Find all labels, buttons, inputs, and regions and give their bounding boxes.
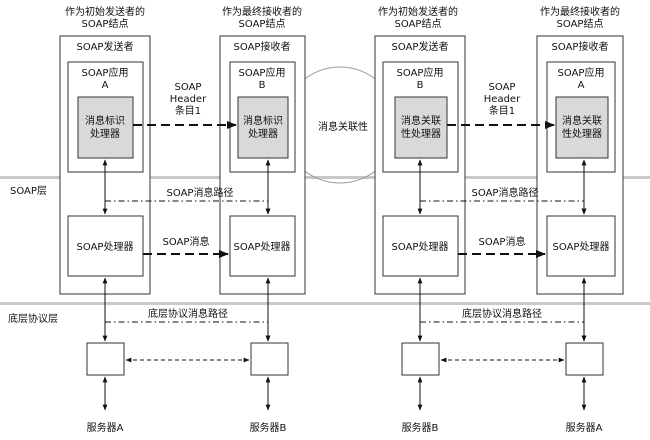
node-3-soap-processor-box xyxy=(382,215,459,277)
node-1: 作为初始发送者的 SOAP结点 SOAP发送者 SOAP应用 A 消息标识 处理… xyxy=(59,5,151,434)
node-3-soap-processor: SOAP处理器 xyxy=(392,241,449,253)
node-1-server: 服务器A xyxy=(87,421,124,434)
soap-layer-label: SOAP层 xyxy=(10,185,47,197)
soap-layer-band xyxy=(0,176,650,179)
header-label-2-line3: 条目1 xyxy=(489,104,515,117)
node-3-caption-line1: 作为初始发送者的 xyxy=(378,5,458,18)
node-3-processor-line2: 性处理器 xyxy=(401,127,441,140)
node-1-app-line1: SOAP应用 xyxy=(82,66,129,79)
header-label-1-line2: Header xyxy=(170,94,207,105)
node-4-role: SOAP接收者 xyxy=(552,40,609,53)
node-2-role: SOAP接收者 xyxy=(234,40,291,53)
node-2-processor xyxy=(237,96,289,159)
node-2-soap-processor: SOAP处理器 xyxy=(234,241,291,253)
protocol-path-label-1: 底层协议消息路径 xyxy=(148,307,228,320)
node-4-processor-line2: 性处理器 xyxy=(562,127,602,140)
node-4: 作为最终接收者的 SOAP结点 SOAP接收者 SOAP应用 A 消息关联 性处… xyxy=(536,5,624,434)
node-2-server: 服务器B xyxy=(250,421,287,434)
node-4-server: 服务器A xyxy=(566,421,603,434)
node-4-caption-line2: SOAP结点 xyxy=(557,17,604,30)
soap-path-line-1 xyxy=(105,200,271,215)
node-1-processor-line2: 处理器 xyxy=(90,128,120,140)
node-2-network-box xyxy=(250,342,289,376)
node-1-soap-processor: SOAP处理器 xyxy=(77,241,134,253)
protocol-path-line-2 xyxy=(420,321,587,342)
node-3-caption-line2: SOAP结点 xyxy=(395,17,442,30)
node-3-network-box xyxy=(401,342,440,376)
node-2: 作为最终接收者的 SOAP结点 SOAP接收者 SOAP应用 B 消息标识 处理… xyxy=(219,5,306,434)
soap-path-label-2: SOAP消息路径 xyxy=(472,186,539,199)
node-3-app-line2: B xyxy=(417,80,424,91)
soap-path-label-1: SOAP消息路径 xyxy=(167,186,234,199)
node-1-soap-processor-box xyxy=(67,215,144,277)
node-2-app-line1: SOAP应用 xyxy=(239,66,286,79)
protocol-layer-label: 底层协议层 xyxy=(8,312,58,325)
node-4-network-box xyxy=(565,342,604,376)
header-label-1-line3: 条目1 xyxy=(175,104,201,117)
header-label-1-line1: SOAP xyxy=(175,82,202,93)
node-3: 作为初始发送者的 SOAP结点 SOAP发送者 SOAP应用 B 消息关联 性处… xyxy=(374,5,466,434)
node-4-caption-line1: 作为最终接收者的 xyxy=(540,5,620,18)
node-2-soap-processor-box xyxy=(229,215,296,277)
node-1-network-box xyxy=(86,342,125,376)
node-3-app-line1: SOAP应用 xyxy=(397,66,444,79)
node-2-caption-line2: SOAP结点 xyxy=(239,17,286,30)
protocol-path-line-1 xyxy=(105,321,271,342)
node-3-processor xyxy=(394,96,448,159)
soap-message-label-1: SOAP消息 xyxy=(163,235,210,248)
node-3-server: 服务器B xyxy=(402,421,439,434)
node-2-processor-line2: 处理器 xyxy=(248,128,278,140)
header-label-2-line2: Header xyxy=(484,94,521,105)
node-4-app-line2: A xyxy=(578,80,585,91)
node-1-processor xyxy=(77,96,134,159)
node-4-processor xyxy=(555,96,609,159)
protocol-layer-band xyxy=(0,302,650,305)
node-3-processor-line1: 消息关联 xyxy=(401,114,441,127)
header-label-2-line1: SOAP xyxy=(489,82,516,93)
correlation-label: 消息关联性 xyxy=(318,120,368,133)
node-1-role: SOAP发送者 xyxy=(77,40,134,53)
protocol-path-label-2: 底层协议消息路径 xyxy=(462,307,542,320)
node-1-processor-line1: 消息标识 xyxy=(85,114,125,127)
node-1-caption-line1: 作为初始发送者的 xyxy=(65,5,145,18)
node-1-app-line2: A xyxy=(102,80,109,91)
node-4-soap-processor-box xyxy=(546,215,616,277)
node-1-caption-line2: SOAP结点 xyxy=(82,17,129,30)
node-4-processor-line1: 消息关联 xyxy=(562,114,602,127)
node-4-app-line1: SOAP应用 xyxy=(558,66,605,79)
node-2-processor-line1: 消息标识 xyxy=(243,114,283,127)
node-2-app-line2: B xyxy=(259,80,266,91)
node-2-caption-line1: 作为最终接收者的 xyxy=(222,5,302,18)
soap-message-label-2: SOAP消息 xyxy=(479,235,526,248)
soap-path-line-2 xyxy=(420,200,587,215)
node-4-soap-processor: SOAP处理器 xyxy=(553,241,610,253)
node-3-role: SOAP发送者 xyxy=(392,40,449,53)
